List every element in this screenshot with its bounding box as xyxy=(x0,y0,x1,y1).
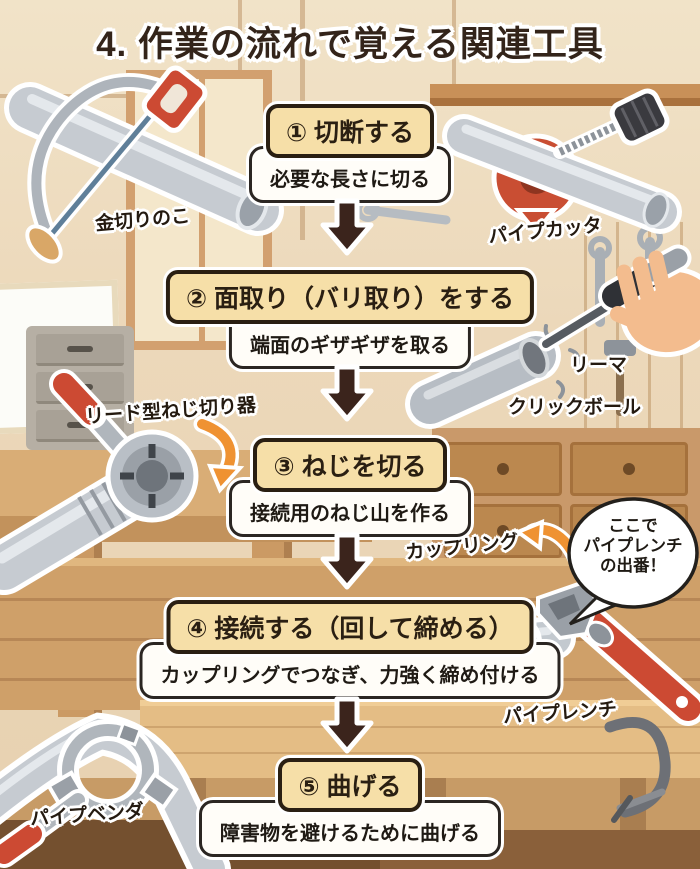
step-3-header: ③ ねじを切る xyxy=(253,438,447,492)
step-5: ⑤ 曲げる 障害物を避けるために曲げる xyxy=(199,758,501,857)
step-5-header: ⑤ 曲げる xyxy=(278,758,422,812)
wall-seam xyxy=(238,0,242,100)
click-ball-label: クリックボール xyxy=(508,397,642,418)
plank-line xyxy=(0,598,700,601)
flow-arrow-down-icon xyxy=(320,532,374,590)
step-3: ③ ねじを切る 接続用のねじ山を作る xyxy=(229,438,471,537)
curved-arrow-down-icon xyxy=(193,415,245,494)
reamer-label: リーマ xyxy=(570,355,628,376)
step-4: ④ 接続する（回して締める） カップリングでつなぎ、力強く締め付ける xyxy=(139,600,561,699)
speech-bubble-line: ここで xyxy=(608,517,658,535)
speech-bubble-line: の出番！ xyxy=(600,557,666,575)
plank-line xyxy=(140,726,700,728)
pipe-cutter-illustration xyxy=(442,88,682,236)
step-1: ① 切断する 必要な長さに切る xyxy=(249,104,451,203)
bench-drawer xyxy=(570,442,688,496)
pipe-bender-illustration xyxy=(0,712,231,869)
plank-line xyxy=(140,752,700,754)
page-title: 4. 作業の流れで覚える関連工具 xyxy=(96,25,604,64)
step-4-header: ④ 接続する（回して締める） xyxy=(166,600,534,654)
reamer-hand-illustration xyxy=(405,244,700,429)
speech-bubble-shape xyxy=(567,497,699,626)
thread-cutter-illustration xyxy=(0,369,199,595)
pegboard-plank xyxy=(616,222,619,432)
flow-arrow-down-icon xyxy=(320,696,374,754)
step-1-header: ① 切断する xyxy=(265,104,435,158)
wall-seam xyxy=(452,0,456,86)
speech-bubble-line: パイプレンチ xyxy=(583,537,683,555)
hacksaw-illustration xyxy=(4,65,284,264)
speech-bubble: ここで パイプレンチ の出番！ xyxy=(566,496,700,632)
step-2: ② 面取り（バリ取り）をする 端面のギザギザを取る xyxy=(165,270,535,369)
step-2-header: ② 面取り（バリ取り）をする xyxy=(165,270,535,324)
cabinet-drawer xyxy=(36,334,124,366)
flow-arrow-down-icon xyxy=(320,364,374,422)
speech-bubble-text: ここで パイプレンチ の出番！ xyxy=(566,516,700,576)
flow-arrow-down-icon xyxy=(320,198,374,256)
g-clamp-icon xyxy=(604,717,671,823)
